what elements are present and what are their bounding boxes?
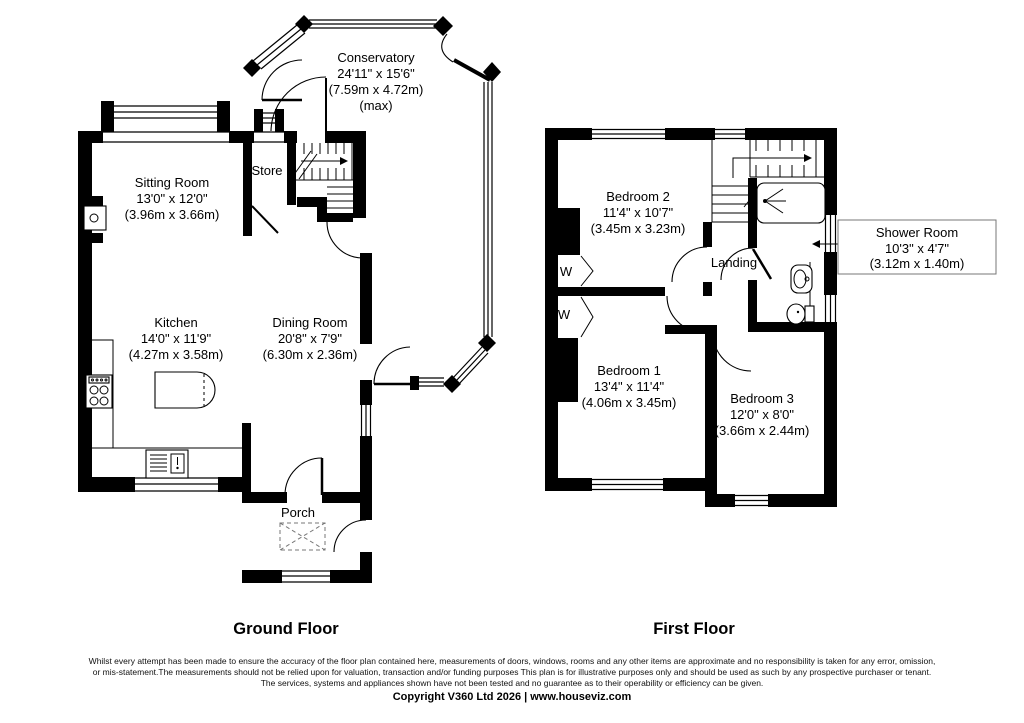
conservatory-note: (max) — [359, 98, 392, 113]
bedroom1-metric: (4.06m x 3.45m) — [582, 395, 677, 410]
hob-icon — [85, 374, 113, 409]
first-floor-title: First Floor — [653, 620, 735, 638]
conservatory-imperial: 24'11" x 15'6" — [337, 66, 415, 81]
sitting-room-metric: (3.96m x 3.66m) — [125, 207, 220, 222]
copyright-line: Copyright V360 Ltd 2026 | www.houseviz.c… — [393, 691, 632, 703]
sitting-room-name: Sitting Room — [135, 175, 209, 190]
ground-staircase — [292, 143, 353, 209]
first-labels: Bedroom 2 11'4" x 10'7" (3.45m x 3.23m) … — [558, 189, 809, 638]
bedroom3-name: Bedroom 3 — [730, 391, 794, 406]
wardrobe-label-2: W — [558, 307, 571, 322]
first-doors — [580, 246, 773, 372]
conservatory-glazing — [243, 15, 501, 393]
bedroom3-metric: (3.66m x 2.44m) — [715, 423, 810, 438]
ground-walls — [78, 101, 419, 583]
bedroom2-metric: (3.45m x 3.23m) — [591, 221, 686, 236]
first-windows — [592, 128, 837, 507]
sink-icon — [145, 449, 189, 479]
kitchen-island — [154, 371, 216, 409]
dining-room-name: Dining Room — [272, 315, 347, 330]
bedroom2-imperial: 11'4" x 10'7" — [603, 205, 674, 220]
stair-direction-arrow-first — [732, 154, 812, 178]
conservatory-metric: (7.59m x 4.72m) — [329, 82, 424, 97]
kitchen-fixtures — [83, 205, 242, 479]
shower-room-callout: Shower Room 10'3" x 4'7" (3.12m x 1.40m) — [812, 219, 997, 275]
stair-direction-arrow-ground — [301, 157, 348, 165]
fireplace-icon — [83, 205, 107, 231]
disclaimer-line-2: or mis-statement.The measurements should… — [93, 667, 932, 677]
shower-room-metric: (3.12m x 1.40m) — [870, 256, 965, 271]
store-name: Store — [251, 163, 282, 178]
shower-room-imperial: 10'3" x 4'7" — [885, 241, 949, 256]
kitchen-metric: (4.27m x 3.58m) — [129, 347, 224, 362]
ground-labels: Conservatory 24'11" x 15'6" (7.59m x 4.7… — [125, 50, 424, 638]
footer: Whilst every attempt has been made to en… — [89, 656, 936, 703]
basin-icon — [790, 264, 813, 294]
ground-floor-plan: Conservatory 24'11" x 15'6" (7.59m x 4.7… — [78, 15, 501, 638]
toilet-icon — [786, 303, 815, 325]
sitting-room-imperial: 13'0" x 12'0" — [136, 191, 208, 206]
first-staircase — [711, 140, 824, 223]
ground-doors — [251, 33, 491, 553]
wardrobe-bifold-door-1 — [580, 255, 594, 287]
callout-arrow-icon — [812, 240, 820, 248]
disclaimer-line-1: Whilst every attempt has been made to en… — [89, 656, 936, 666]
first-floor-plan: Shower Room 10'3" x 4'7" (3.12m x 1.40m)… — [545, 128, 997, 638]
bedroom3-imperial: 12'0" x 8'0" — [730, 407, 794, 422]
dining-room-metric: (6.30m x 2.36m) — [263, 347, 358, 362]
shower-room-name: Shower Room — [876, 225, 958, 240]
landing-name: Landing — [711, 255, 757, 270]
shower-room-label-box — [837, 219, 997, 275]
porch-mat — [279, 522, 326, 551]
wardrobe-label-1: W — [560, 264, 573, 279]
shower-tray-icon — [756, 182, 826, 224]
kitchen-name: Kitchen — [154, 315, 197, 330]
porch-name: Porch — [281, 505, 315, 520]
bedroom1-name: Bedroom 1 — [597, 363, 661, 378]
bedroom2-name: Bedroom 2 — [606, 189, 670, 204]
conservatory-name: Conservatory — [337, 50, 415, 65]
ground-floor-title: Ground Floor — [233, 620, 339, 638]
dining-room-imperial: 20'8" x 7'9" — [278, 331, 342, 346]
bedroom1-imperial: 13'4" x 11'4" — [594, 379, 665, 394]
kitchen-imperial: 14'0" x 11'9" — [141, 331, 212, 346]
disclaimer-line-3: The services, systems and appliances sho… — [261, 678, 764, 688]
shower-room-fixtures — [756, 182, 826, 327]
wardrobe-bifold-door-2 — [580, 296, 594, 338]
